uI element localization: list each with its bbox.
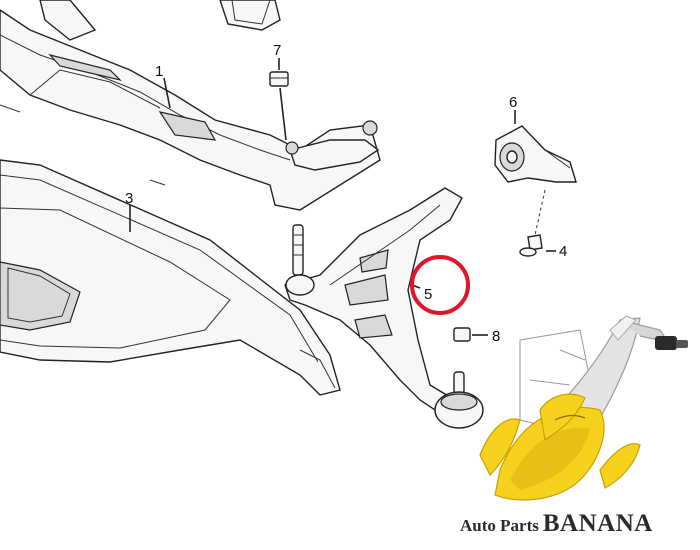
callout-1: 1: [155, 63, 163, 80]
front-axle-crossmember: [0, 0, 381, 211]
control-arm-bushing-bracket: [494, 110, 577, 183]
watermark-word2: BANANA: [542, 510, 653, 537]
callout-4: 4: [559, 243, 567, 260]
watermark-brand: Auto Parts BANANA: [460, 510, 696, 540]
bolt: [519, 189, 556, 257]
highlight-circle: [410, 255, 470, 315]
callout-5: 5: [424, 286, 432, 303]
underbody-shield: [0, 159, 341, 396]
lower-control-arm: [284, 187, 484, 429]
watermark-word1: Auto Parts: [460, 516, 539, 535]
callout-7: 7: [273, 42, 281, 59]
callout-8: 8: [492, 328, 500, 345]
callout-6: 6: [509, 94, 517, 111]
nut-ball-joint: [453, 327, 488, 342]
banana-icon: [479, 393, 641, 501]
callout-3: 3: [125, 190, 133, 207]
nut-top: [269, 58, 289, 141]
